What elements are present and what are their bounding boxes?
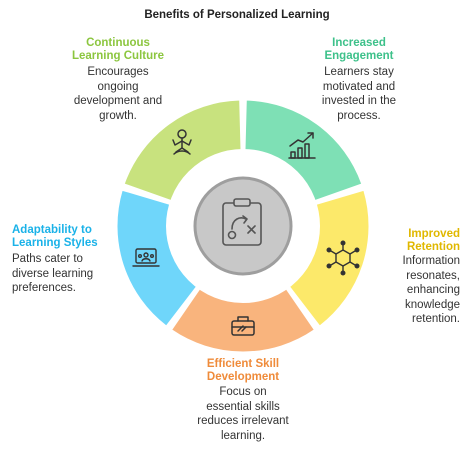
diagram-title: Benefits of Personalized Learning — [144, 9, 330, 21]
wedge-engagement — [244, 99, 363, 206]
desc-adaptability-line-2: diverse learning — [12, 267, 94, 280]
label-engagement-line-1: Increased — [332, 37, 386, 49]
wedge-adaptability — [116, 189, 206, 327]
label-engagement: Increased Engagement — [314, 37, 404, 63]
molecule-network-icon — [326, 240, 360, 276]
desc-skill-line-2: essential skills — [206, 400, 280, 413]
desc-skill-line-1: Focus on — [219, 386, 267, 398]
desc-continuous: Encourages ongoing development and growt… — [66, 65, 170, 123]
desc-continuous-line-1: Encourages — [87, 66, 149, 78]
desc-retention-line-4: knowledge — [405, 298, 460, 311]
desc-engagement-line-1: Learners stay — [324, 66, 394, 78]
desc-adaptability-line-3: preferences. — [12, 282, 76, 294]
label-continuous-line-1: Continuous — [86, 37, 150, 49]
label-retention-line-1: Improved — [408, 228, 460, 240]
desc-retention-line-1: Information — [402, 255, 460, 267]
label-adaptability-line-2: Learning Styles — [12, 237, 98, 249]
label-skill-line-1: Efficient Skill — [206, 358, 280, 370]
label-retention-line-2: Retention — [406, 241, 460, 253]
desc-continuous-line-2: ongoing — [97, 80, 139, 93]
desc-adaptability: Paths cater to diverse learning preferen… — [12, 252, 112, 296]
wedge-skill — [170, 277, 316, 353]
desc-retention: Information resonates, enhancing knowled… — [382, 254, 460, 327]
desc-continuous-line-4: growth. — [99, 109, 137, 122]
desc-engagement-line-4: process. — [337, 109, 381, 122]
desc-retention-line-3: enhancing — [406, 284, 460, 296]
meditation-person-icon — [172, 129, 192, 155]
strategy-board-icon — [222, 198, 262, 246]
wedge-retention — [280, 189, 370, 327]
label-skill: Efficient Skill Development — [188, 358, 298, 384]
desc-skill-line-3: reduces irrelevant — [197, 415, 289, 427]
desc-retention-line-2: resonates, — [406, 269, 460, 282]
label-continuous-line-2: Learning Culture — [71, 50, 164, 62]
desc-engagement: Learners stay motivated and invested in … — [308, 65, 410, 123]
inner-ring — [166, 149, 320, 303]
desc-engagement-line-2: motivated and — [322, 80, 396, 93]
label-adaptability-line-1: Adaptability to — [12, 224, 92, 236]
desc-continuous-line-3: development and — [73, 95, 163, 107]
label-skill-line-2: Development — [206, 371, 280, 383]
desc-adaptability-line-1: Paths cater to — [12, 253, 83, 265]
desc-skill-line-4: learning. — [220, 429, 266, 442]
desc-skill: Focus on essential skills reduces irrele… — [184, 385, 302, 443]
label-adaptability: Adaptability to Learning Styles — [12, 224, 112, 250]
center-hub — [193, 176, 293, 276]
desc-engagement-line-3: invested in the — [321, 95, 397, 107]
bar-chart-growth-icon — [288, 132, 316, 159]
wedge-continuous — [123, 99, 242, 206]
toolbox-icon — [231, 316, 255, 336]
laptop-users-icon — [132, 248, 160, 267]
desc-retention-line-5: retention. — [412, 313, 460, 325]
label-engagement-line-2: Engagement — [324, 50, 394, 62]
label-continuous: Continuous Learning Culture — [70, 37, 166, 63]
label-retention: Improved Retention — [382, 228, 460, 254]
